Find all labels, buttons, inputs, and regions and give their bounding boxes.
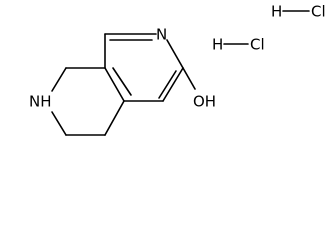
bond-c5-c4a xyxy=(104,100,125,136)
hcl-salt-2: H Cl xyxy=(212,36,265,54)
hcl-salt-1: H Cl xyxy=(271,3,326,21)
hydroxyl-group: OH xyxy=(193,93,216,111)
molecule-svg: H Cl H Cl N OH NH xyxy=(29,3,326,136)
ring-nh: NH xyxy=(29,93,52,111)
bond-n2-c3 xyxy=(166,39,184,69)
bond-c4a-c8a xyxy=(104,67,125,102)
piperidine-ring: NH xyxy=(29,67,125,136)
structure-diagram: H Cl H Cl N OH NH xyxy=(29,3,326,136)
bond-c3-c4-double xyxy=(158,70,177,99)
hcl-1-hydrogen: H xyxy=(271,3,282,21)
hcl-2-hydrogen: H xyxy=(212,36,223,54)
hcl-1-chlorine: Cl xyxy=(311,3,326,21)
bond-c3-oh xyxy=(182,67,196,90)
hcl-2-chlorine: Cl xyxy=(250,36,265,54)
bond-c3-c4 xyxy=(162,67,184,102)
ring-nitrogen: N xyxy=(156,26,167,44)
bond-c4a-c8a-double xyxy=(112,67,132,96)
pyridine-ring: N xyxy=(104,26,184,102)
bond-c8-n7 xyxy=(51,67,67,92)
bond-n7-c6 xyxy=(51,111,67,136)
